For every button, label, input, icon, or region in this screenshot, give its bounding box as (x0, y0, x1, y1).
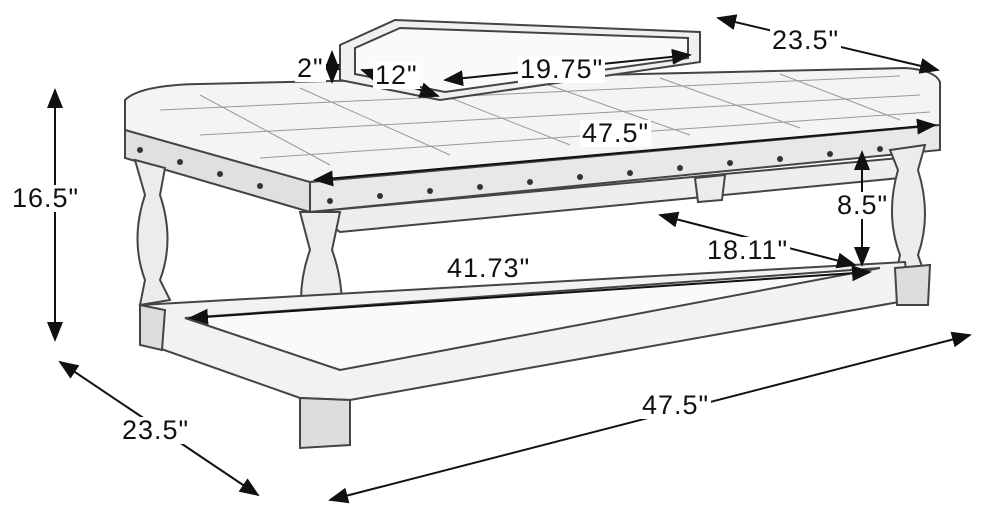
label-seat-length: 47.5" (580, 118, 652, 148)
label-overall-depth: 23.5" (120, 415, 192, 445)
label-tray-depth: 23.5" (770, 25, 842, 55)
label-overall-height: 16.5" (10, 183, 82, 213)
label-shelf-clearance: 8.5" (835, 190, 891, 220)
label-shelf-length: 41.73" (445, 253, 533, 283)
ottoman-body (124, 18, 941, 450)
label-tray-width: 12" (373, 60, 420, 90)
label-overall-length: 47.5" (640, 390, 712, 420)
label-shelf-depth: 18.11" (705, 235, 791, 265)
label-tray-height: 2" (295, 53, 326, 83)
label-tray-length: 19.75" (518, 54, 606, 84)
